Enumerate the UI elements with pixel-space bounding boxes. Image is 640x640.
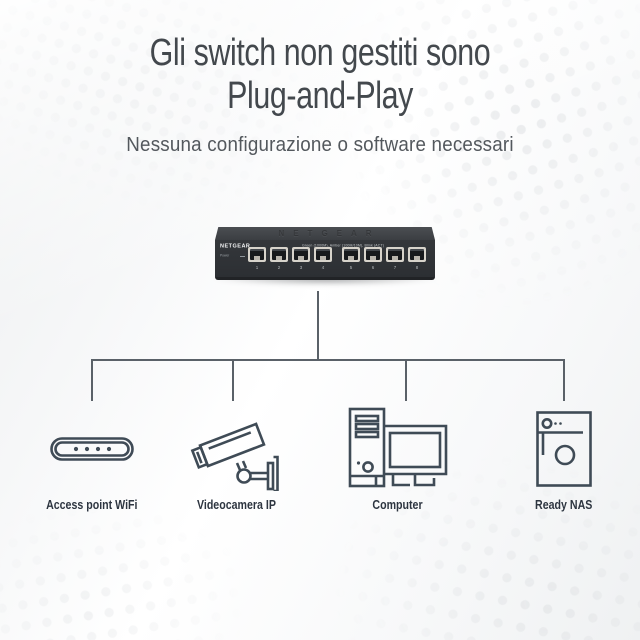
- rj45-port: [248, 246, 266, 262]
- icon-box: [188, 404, 284, 494]
- device-access-point: Access point WiFi: [17, 404, 167, 512]
- connector-crossbar: [91, 359, 565, 361]
- rj45-port: [270, 246, 288, 262]
- network-switch: NETGEAR NETGEAR Green (1000M), Amber (10…: [215, 227, 435, 280]
- rj45-port: [364, 246, 382, 262]
- port-number: 6: [371, 265, 375, 270]
- device-label: Computer: [372, 498, 424, 512]
- rj45-port: [386, 246, 404, 262]
- connector-drop-2: [232, 359, 234, 401]
- power-led-label: Power: [220, 254, 230, 258]
- port-number-row: 1 2 3 4 5 6 7 8: [248, 265, 430, 270]
- connector-drop-1: [91, 359, 93, 401]
- icon-box: [50, 404, 134, 494]
- switch-bottom-edge: [215, 277, 435, 280]
- led-legend-text: Green (1000M), Amber (100M/10M), Blink (…: [302, 243, 385, 248]
- device-label: Access point WiFi: [46, 498, 138, 512]
- rj45-port: [292, 246, 310, 262]
- icon-box: [535, 404, 593, 494]
- rj45-port: [314, 246, 332, 262]
- page-title: Gli switch non gestiti sono Plug-and-Pla…: [64, 32, 576, 118]
- access-point-wifi-icon: [50, 437, 134, 461]
- desktop-computer-icon: [348, 407, 448, 488]
- netgear-logo: NETGEAR: [220, 243, 251, 249]
- ip-camera-icon: [190, 422, 279, 491]
- page-subtitle: Nessuna configurazione o software necess…: [126, 134, 514, 156]
- port-number: 4: [321, 265, 325, 270]
- rj45-port-row: [248, 246, 426, 262]
- title-line-2: Plug-and-Play: [227, 75, 413, 117]
- device-ready-nas: Ready NAS: [489, 404, 639, 512]
- connector-stem: [317, 291, 319, 360]
- switch-front-face: NETGEAR Green (1000M), Amber (100M/10M),…: [215, 240, 435, 277]
- ready-nas-icon: [536, 411, 592, 487]
- rj45-port: [408, 246, 426, 262]
- device-label: Ready NAS: [535, 498, 593, 512]
- device-label: Videocamera IP: [196, 498, 276, 512]
- icon-box: [346, 404, 450, 494]
- switch-top-face: NETGEAR: [215, 227, 435, 240]
- port-number: 1: [255, 265, 259, 270]
- port-number: 3: [299, 265, 303, 270]
- title-line-1: Gli switch non gestiti sono: [149, 32, 491, 74]
- device-ip-camera: Videocamera IP: [161, 404, 311, 512]
- connector-drop-4: [563, 359, 565, 401]
- port-number: 5: [349, 265, 353, 270]
- connector-drop-3: [405, 359, 407, 401]
- status-led-mark: [240, 255, 245, 257]
- switch-embossed-brand: NETGEAR: [278, 229, 381, 238]
- port-number: 2: [277, 265, 281, 270]
- device-computer: Computer: [323, 404, 473, 512]
- port-number: 7: [393, 265, 397, 270]
- port-number: 8: [415, 265, 419, 270]
- rj45-port: [342, 246, 360, 262]
